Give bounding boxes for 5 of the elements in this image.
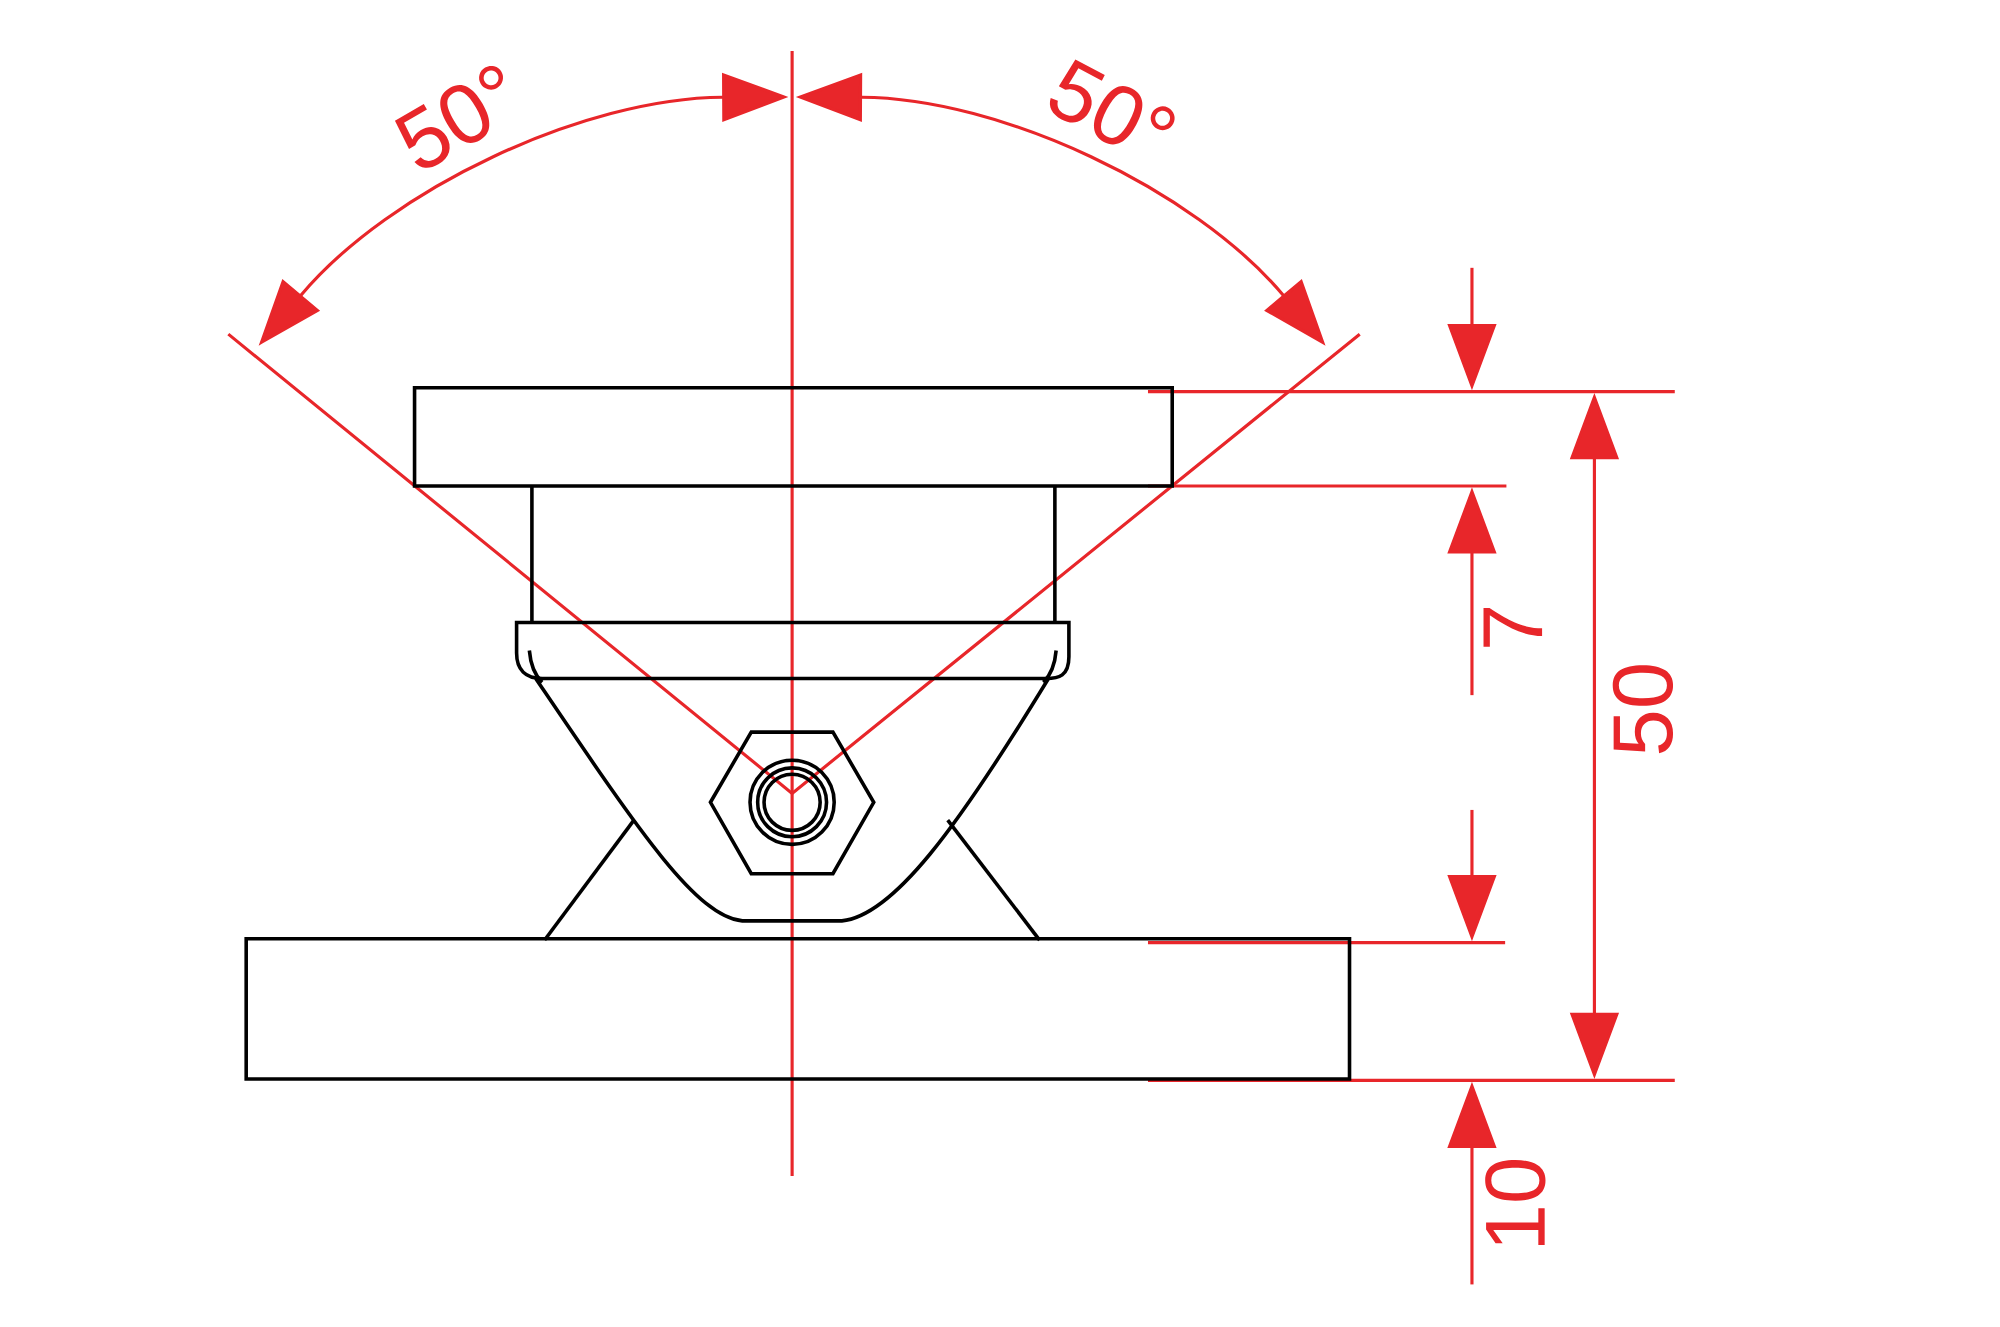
dimension-label: 50° [1049,59,1175,145]
dimension-label: 7 [1483,608,1543,648]
dimension-label: 10 [1485,1160,1546,1246]
dimension-label: 50° [394,66,504,168]
dimension-label: 50 [1612,665,1674,754]
